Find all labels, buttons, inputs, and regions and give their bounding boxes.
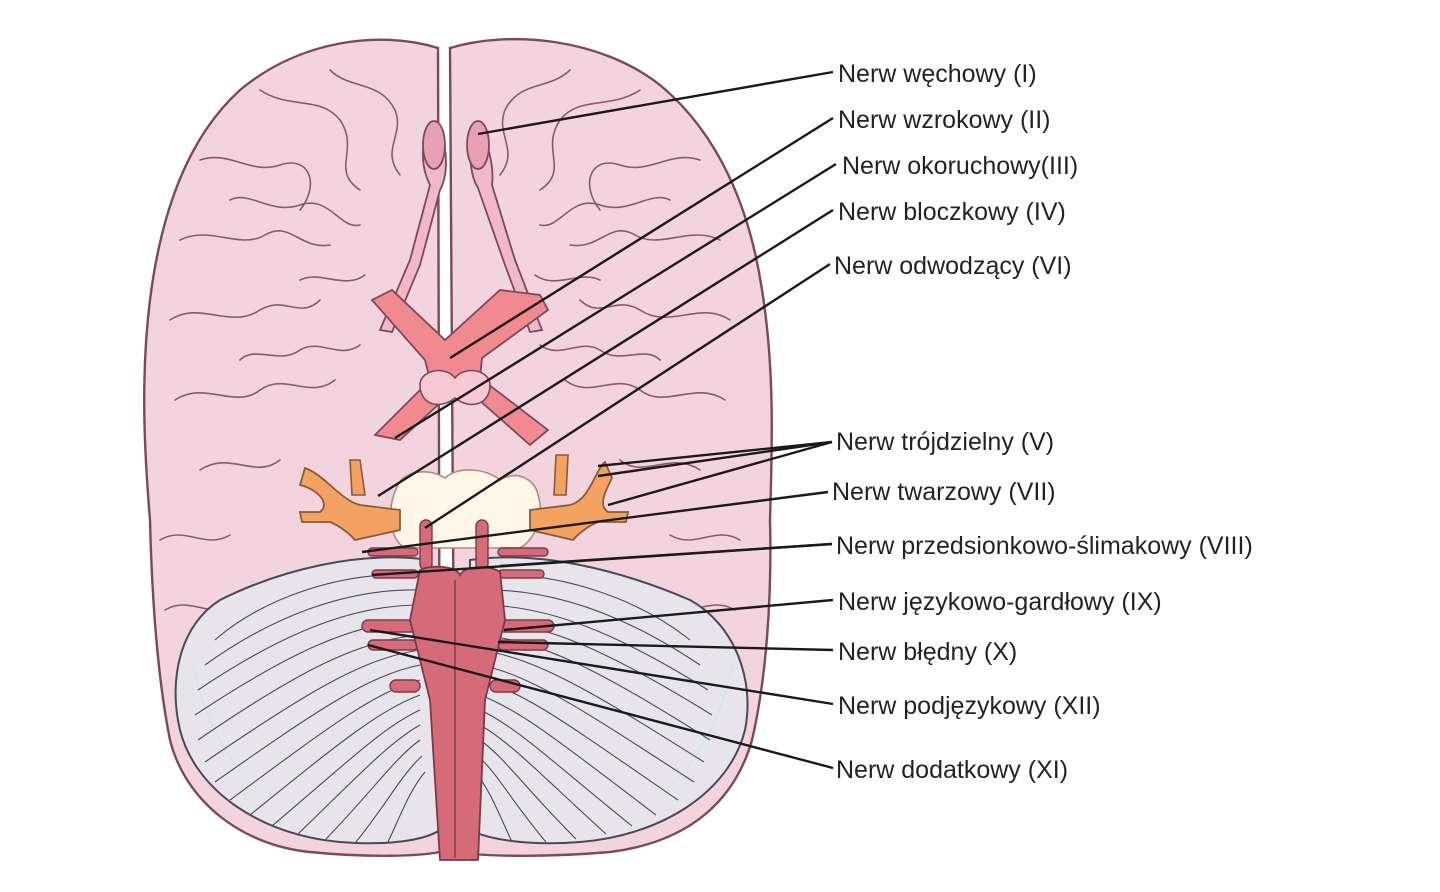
label-vestibulocochlear-nerve: Nerw przedsionkowo-ślimakowy (VIII) (836, 532, 1253, 560)
brain-illustration (143, 37, 773, 861)
label-hypoglossal-nerve: Nerw podjęzykowy (XII) (838, 692, 1101, 720)
label-optic-nerve: Nerw wzrokowy (II) (838, 106, 1051, 134)
label-trochlear-nerve: Nerw bloczkowy (IV) (838, 198, 1066, 226)
leader-line-VIII-b (499, 542, 833, 568)
olfactory-tracts (378, 120, 544, 334)
pons (389, 469, 542, 549)
leader-lines (361, 70, 837, 770)
leader-line-IV (377, 208, 834, 498)
label-trigeminal-nerve: Nerw trójdzielny (V) (836, 428, 1054, 456)
leader-line-III (394, 162, 837, 440)
leader-line-II (449, 116, 834, 360)
label-oculomotor-nerve: Nerw okoruchowy(III) (842, 152, 1078, 180)
nerve-labels: Nerw węchowy (I) Nerw wzrokowy (II) Nerw… (832, 60, 1253, 784)
label-olfactory-nerve: Nerw węchowy (I) (838, 60, 1037, 88)
label-glossopharyngeal-nerve: Nerw językowo-gardłowy (IX) (838, 588, 1162, 616)
mammillary-bodies (419, 369, 491, 406)
leader-line-XII (369, 628, 834, 706)
leader-line-I (477, 70, 834, 136)
leader-line-X (497, 640, 834, 652)
optic-chiasm (370, 288, 550, 447)
label-facial-nerve: Nerw twarzowy (VII) (832, 478, 1056, 506)
leader-line-IX (503, 598, 834, 632)
leader-line-V-c (607, 440, 833, 507)
label-vagus-nerve: Nerw błędny (X) (838, 638, 1017, 666)
cerebrum-gyri (159, 69, 741, 611)
leader-line-V-a (597, 440, 833, 468)
leader-line-XI (367, 643, 834, 770)
label-accessory-nerve: Nerw dodatkowy (XI) (836, 756, 1068, 784)
leader-line-V-b (597, 440, 833, 478)
label-abducens-nerve: Nerw odwodzący (VI) (834, 252, 1072, 280)
leader-line-VII (361, 490, 829, 554)
leader-line-VI (424, 262, 831, 530)
